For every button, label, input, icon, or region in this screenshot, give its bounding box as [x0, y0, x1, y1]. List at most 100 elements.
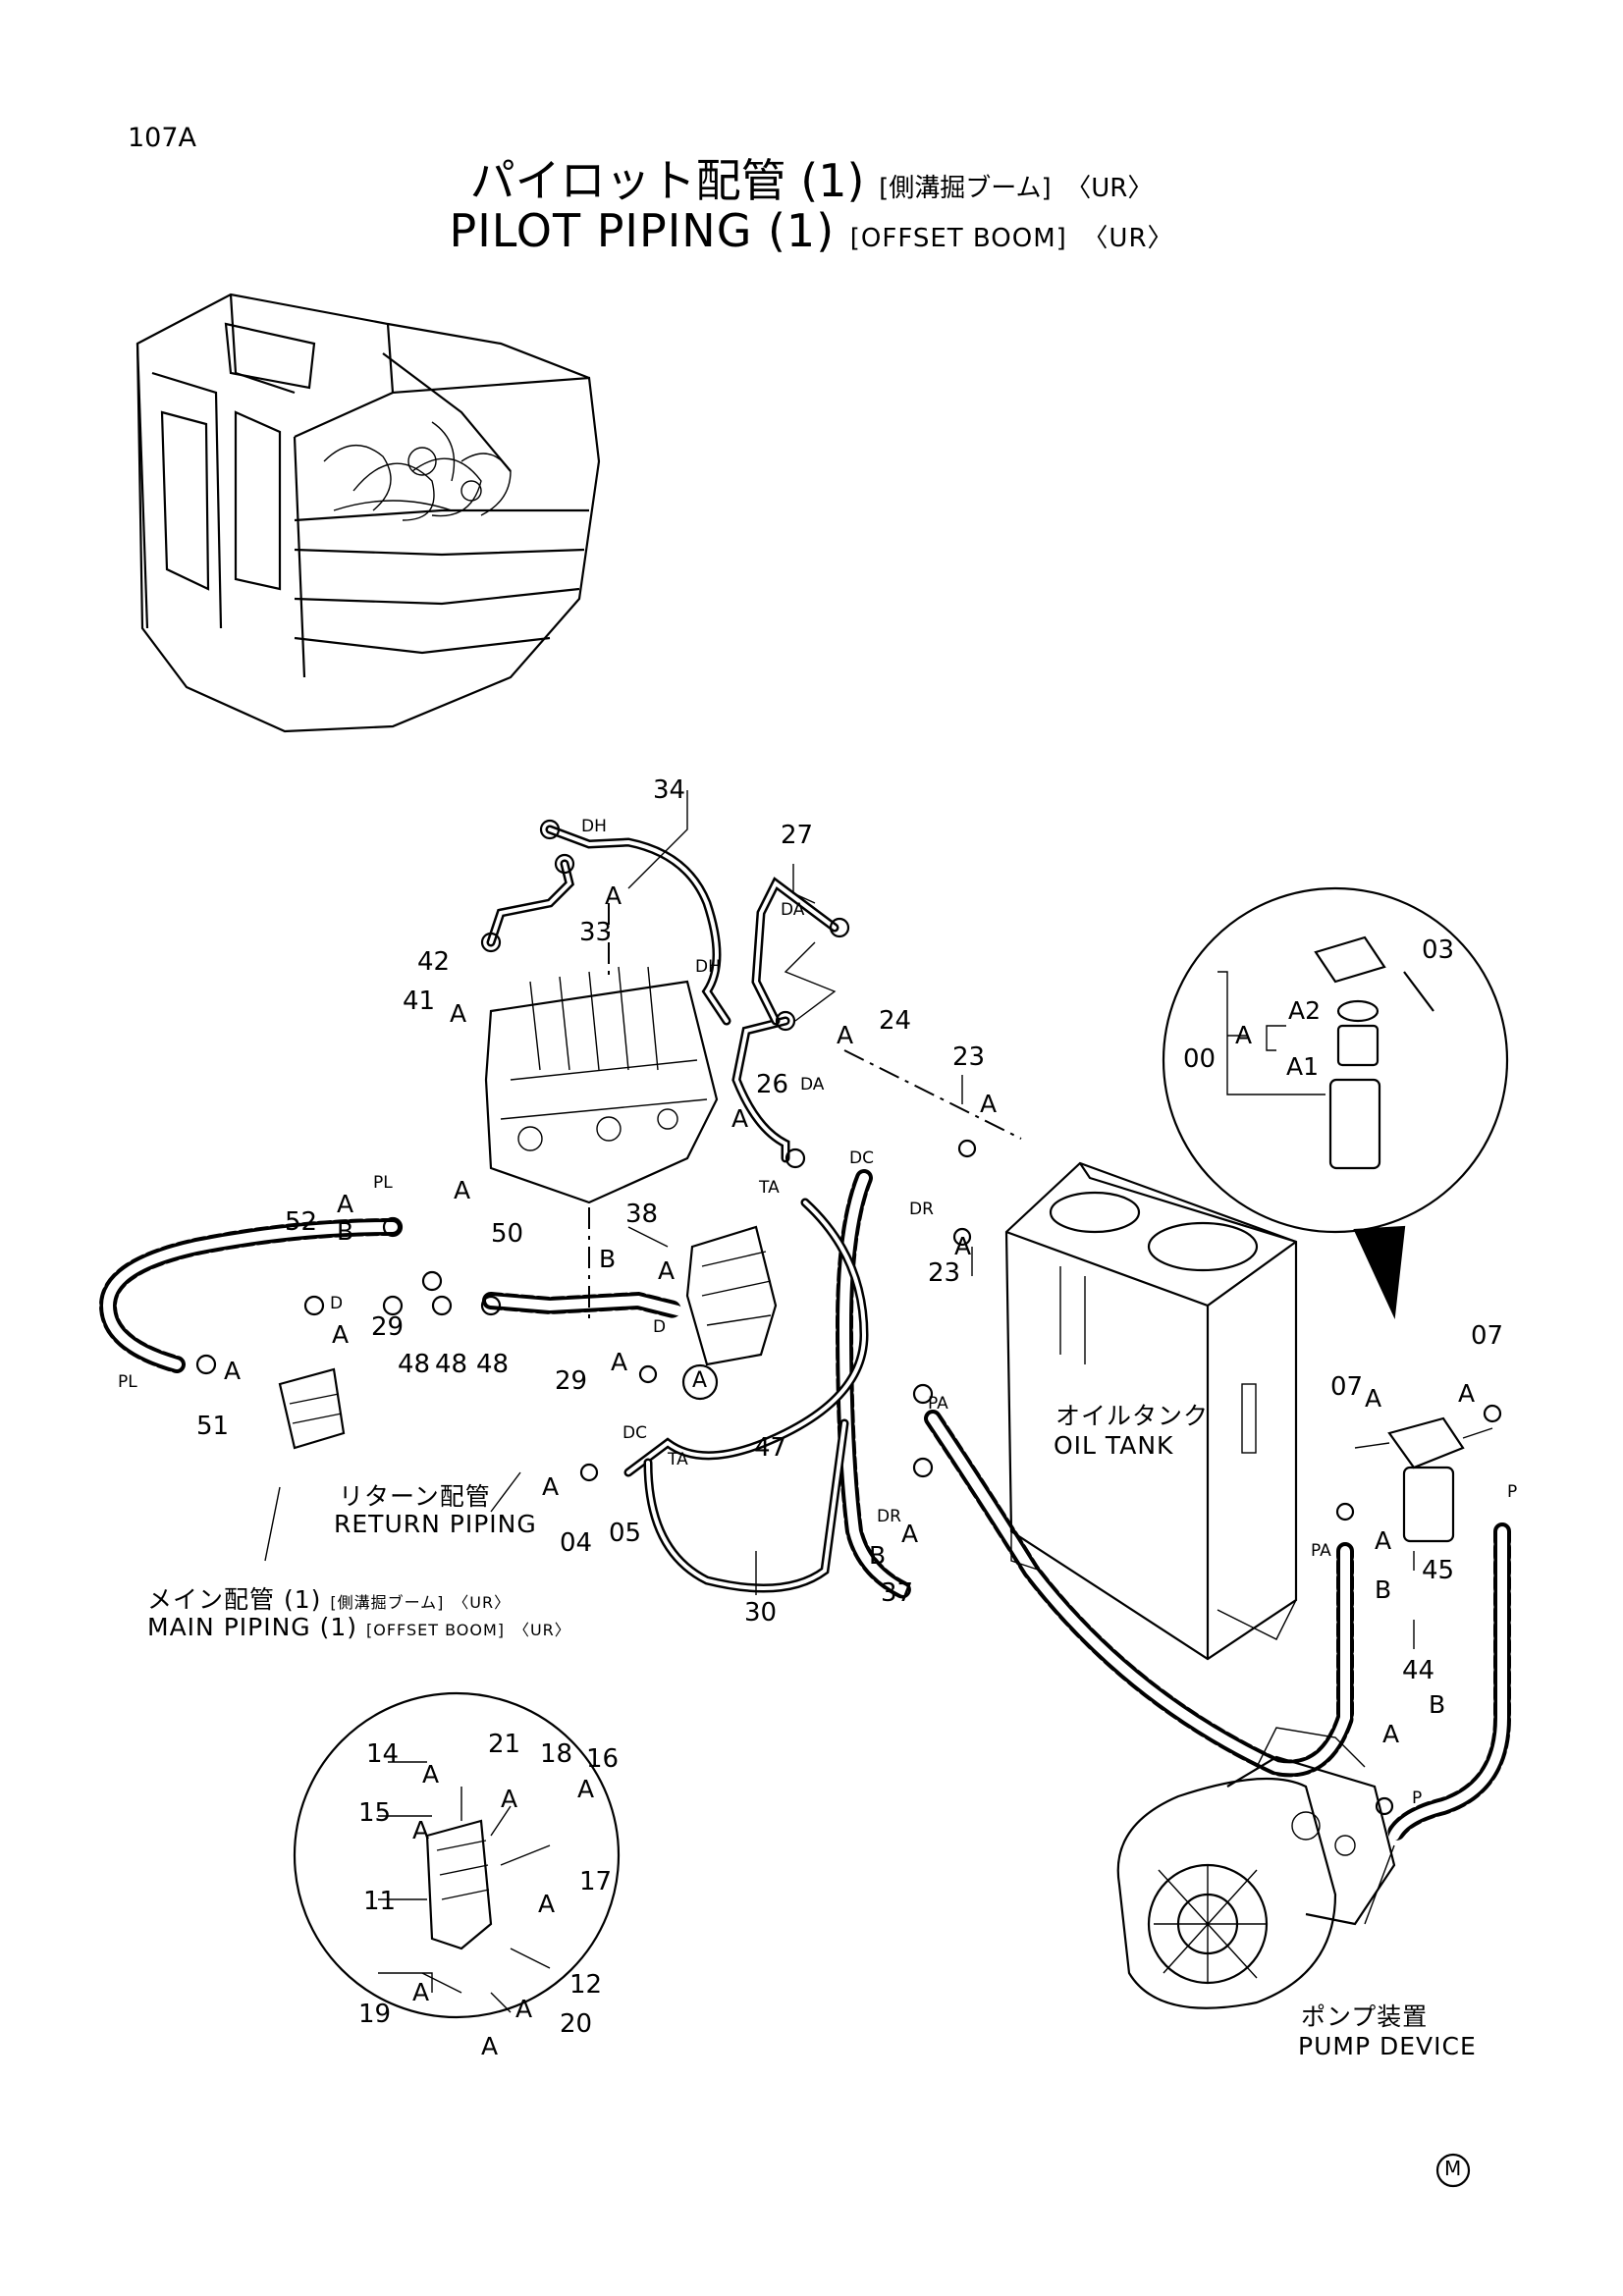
part-52: 52: [285, 1207, 318, 1237]
part-07-right: 07: [1471, 1321, 1504, 1351]
port-DA-lower: DA: [800, 1075, 825, 1095]
main-piping-en-variant: 〈UR〉: [513, 1621, 571, 1639]
group-A-07-right: A: [1458, 1379, 1476, 1408]
group-A-41: A: [450, 999, 467, 1028]
solenoid-valve-block: [685, 1225, 778, 1366]
pilot-tubes-top: [486, 825, 839, 1163]
pilot-shutoff-valve: [278, 1367, 346, 1450]
detail-circle-filter: [1162, 886, 1509, 1320]
port-PA-lower: PA: [1311, 1541, 1331, 1561]
leader-lines: [264, 790, 1415, 1925]
title-en-variant: 〈UR〉: [1082, 224, 1174, 253]
part-48-c: 48: [476, 1350, 510, 1379]
excavator-overview-illustration: [135, 293, 601, 733]
main-piping-jp-qualifier: [側溝掘ブーム]: [330, 1593, 445, 1612]
pump-device-label-en: PUMP DEVICE: [1298, 2032, 1477, 2060]
part-44: 44: [1402, 1656, 1435, 1685]
return-piping-label-en: RETURN PIPING: [334, 1510, 537, 1538]
group-B-44: B: [1429, 1690, 1446, 1719]
group-A-14: A: [422, 1760, 440, 1789]
part-47: 47: [754, 1433, 787, 1463]
part-14: 14: [366, 1739, 400, 1769]
part-15: 15: [358, 1798, 392, 1828]
part-41: 41: [403, 987, 436, 1016]
group-A-21: A: [501, 1785, 518, 1813]
port-P-lower: P: [1412, 1789, 1423, 1808]
port-DH-lower: DH: [695, 957, 721, 977]
group-A-23-bottom: A: [954, 1232, 972, 1260]
return-piping-label-jp: リターン配管: [339, 1482, 491, 1511]
title-jp-qualifier: [側溝掘ブーム]: [879, 174, 1052, 203]
part-07-left: 07: [1330, 1372, 1364, 1402]
group-A-51: A: [224, 1357, 242, 1385]
group-A-45: A: [1375, 1526, 1392, 1555]
callout-A-circle: [681, 1363, 719, 1401]
group-A-23-top: A: [980, 1090, 998, 1118]
group-A1-00: A1: [1286, 1052, 1320, 1081]
part-21: 21: [488, 1730, 521, 1759]
port-TA-upper: TA: [759, 1178, 780, 1198]
main-piping-jp-main: メイン配管 (1): [147, 1585, 322, 1614]
group-A-37: A: [901, 1520, 919, 1548]
port-P-upper: P: [1507, 1482, 1518, 1502]
pump-device-illustration: [1116, 1727, 1396, 2009]
part-33: 33: [579, 918, 613, 947]
port-PL-upper: PL: [373, 1173, 393, 1193]
part-23-top: 23: [952, 1042, 986, 1072]
group-B-38: B: [599, 1245, 617, 1273]
oil-tank-label-en: OIL TANK: [1054, 1431, 1174, 1460]
port-TA-lower: TA: [668, 1450, 688, 1469]
port-D-left: D: [330, 1294, 344, 1313]
part-11: 11: [363, 1887, 397, 1916]
part-19: 19: [358, 2000, 392, 2029]
title-jp-variant: 〈UR〉: [1065, 174, 1154, 203]
part-48-a: 48: [398, 1350, 431, 1379]
group-A-33: A: [605, 881, 622, 910]
group-A-00: A: [1235, 1021, 1253, 1049]
port-DR-upper: DR: [909, 1200, 934, 1219]
part-20: 20: [560, 2009, 593, 2039]
part-00: 00: [1183, 1044, 1217, 1074]
part-29-lower: 29: [555, 1366, 588, 1396]
port-DA-upper: DA: [781, 900, 805, 920]
group-A-44: A: [1382, 1720, 1400, 1748]
group-A2-00: A2: [1288, 996, 1322, 1025]
pilot-filter-illustration: [1354, 1416, 1493, 1543]
group-A-16: A: [577, 1775, 595, 1803]
group-B-45: B: [1375, 1575, 1392, 1604]
fittings: [195, 819, 1502, 1816]
part-38: 38: [625, 1200, 659, 1229]
part-17: 17: [579, 1867, 613, 1896]
group-A-29-lower: A: [611, 1348, 628, 1376]
group-A-29-upper: A: [332, 1320, 350, 1349]
detail-circle-A: [293, 1691, 621, 2019]
part-24: 24: [879, 1006, 912, 1036]
part-05: 05: [609, 1519, 642, 1548]
title-en-main: PILOT PIPING (1): [449, 204, 836, 257]
part-45: 45: [1422, 1556, 1455, 1585]
part-50: 50: [491, 1219, 524, 1249]
group-B-52: B: [337, 1217, 354, 1246]
part-27: 27: [781, 821, 814, 850]
title-japanese: パイロット配管 (1) [側溝掘ブーム] 〈UR〉: [0, 145, 1623, 210]
part-16: 16: [586, 1744, 620, 1774]
callout-A-letter: A: [692, 1368, 708, 1393]
part-26: 26: [756, 1070, 789, 1099]
group-B-37: B: [869, 1541, 887, 1570]
part-12: 12: [569, 1970, 603, 2000]
group-A-19: A: [412, 1978, 430, 2006]
port-DR-lower: DR: [877, 1507, 901, 1526]
part-04: 04: [560, 1528, 593, 1558]
page-code: 107A: [128, 123, 197, 153]
corner-mark-letter: M: [1444, 2157, 1462, 2180]
group-A-04: A: [542, 1472, 560, 1501]
detail-A-caption: A: [481, 2032, 499, 2060]
return-lines: [623, 1198, 869, 1593]
part-18: 18: [540, 1739, 573, 1769]
part-03: 03: [1422, 935, 1455, 965]
part-34: 34: [653, 775, 686, 805]
corner-mark-circle: [1435, 2153, 1471, 2188]
group-A-38: A: [658, 1256, 676, 1285]
port-DC-lower: DC: [622, 1423, 647, 1443]
